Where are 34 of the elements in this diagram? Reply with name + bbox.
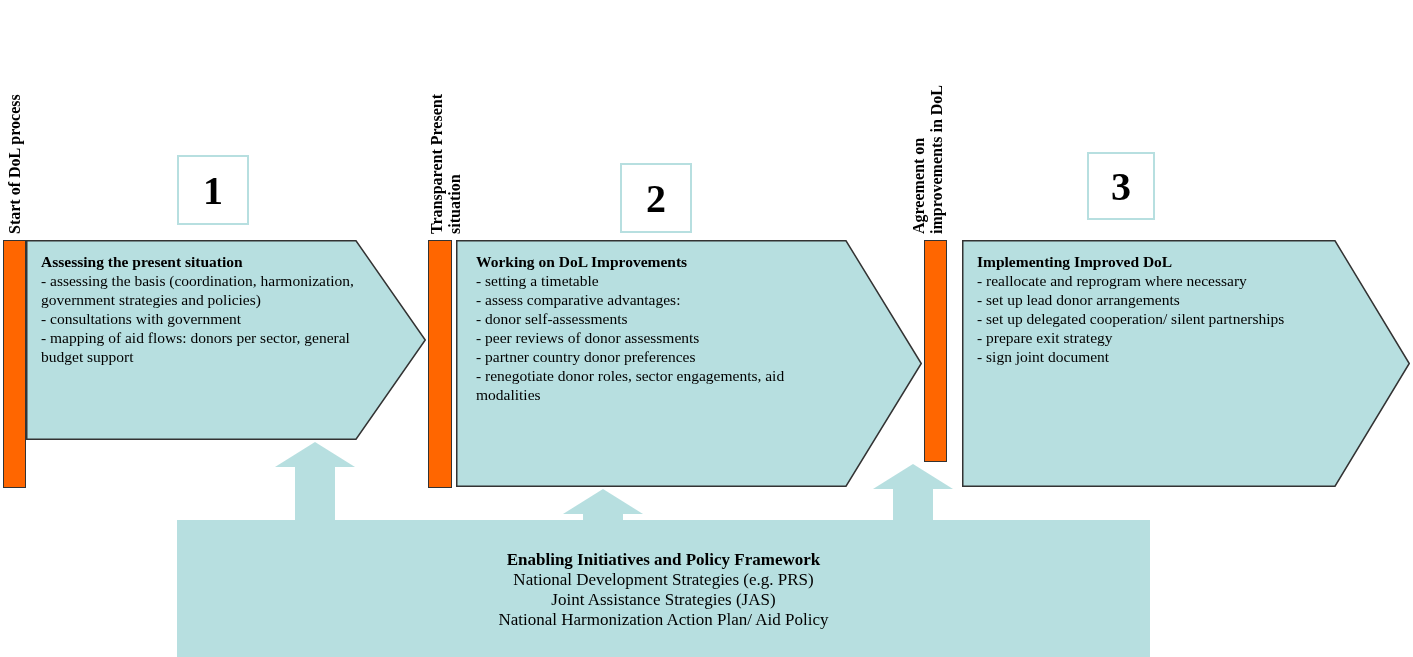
list-item: - set up delegated cooperation/ silent partnerships <box>977 309 1286 328</box>
milestone-label: Start of DoL process <box>6 93 24 234</box>
step-heading: Implementing Improved DoL <box>977 252 1174 271</box>
block-arrow <box>873 464 953 520</box>
list-item: - sign joint document <box>977 347 1111 366</box>
step-heading: Assessing the present situation <box>41 252 244 271</box>
list-item: - set up lead donor arrangements <box>977 290 1181 309</box>
list-item: - renegotiate donor roles, sector engagements, aid modalities <box>476 366 786 404</box>
step-number: 2 <box>620 163 692 233</box>
process-step <box>962 240 1410 487</box>
list-item: - mapping of aid flows: donors per sector, general budget support <box>41 328 351 366</box>
block-arrow <box>563 489 643 520</box>
panel-line: Joint Assistance Strategies (JAS) <box>550 590 777 610</box>
panel-line: National Harmonization Action Plan/ Aid Policy <box>497 610 830 630</box>
list-item: - partner country donor preferences <box>476 347 697 366</box>
list-item: - donor self-assessments <box>476 309 629 328</box>
process-step <box>26 240 426 440</box>
process-step <box>456 240 922 487</box>
panel-heading: Enabling Initiatives and Policy Framework <box>505 550 822 570</box>
list-item: - assessing the basis (coordination, harmonization, government strategies and policies) <box>41 271 355 309</box>
block-arrow <box>275 442 355 520</box>
step-number: 3 <box>1087 152 1155 220</box>
list-item: - assess comparative advantages: <box>476 290 682 309</box>
list-item: - consultations with government <box>41 309 243 328</box>
list-item: - reallocate and reprogram where necessary <box>977 271 1248 290</box>
list-item: - setting a timetable <box>476 271 600 290</box>
framework-panel <box>177 520 1150 657</box>
panel-line: National Development Strategies (e.g. PRS) <box>512 570 815 590</box>
milestone-label: Agreement on improvements in DoL <box>910 83 946 234</box>
list-item: - peer reviews of donor assessments <box>476 328 701 347</box>
milestone-label: Transparent Present situation <box>428 93 464 234</box>
step-heading: Working on DoL Improvements <box>476 252 689 271</box>
step-number: 1 <box>177 155 249 225</box>
list-item: - prepare exit strategy <box>977 328 1114 347</box>
